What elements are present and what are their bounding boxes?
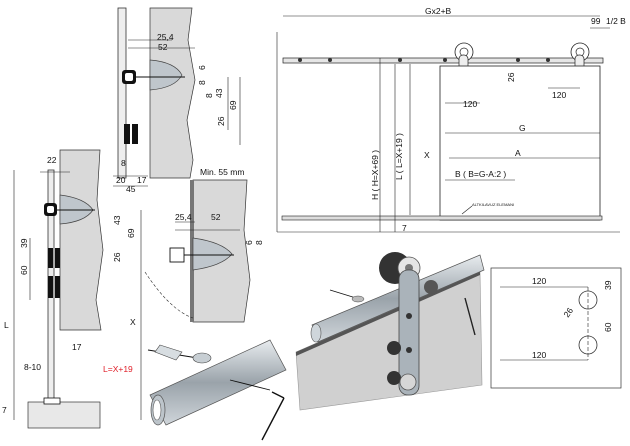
top-dim-69: 69: [228, 100, 238, 110]
hole-dim-60: 60: [603, 322, 613, 332]
left-dim-X: X: [130, 317, 136, 327]
mid-dim-52: 52: [211, 212, 221, 222]
elev-dim-half-b: 1/2 B: [606, 16, 626, 26]
elev-note: ALTKILAVUZ ELEMANI: [472, 202, 514, 207]
mid-title: Min. 55 mm: [200, 167, 244, 177]
elev-dim-99: 99: [591, 16, 601, 26]
left-dim-L: L: [4, 320, 9, 330]
hole-dim-120b: 120: [532, 350, 546, 360]
left-dim-7: 7: [2, 405, 7, 415]
elev-dim-26: 26: [506, 72, 516, 82]
hole-pattern-view: 120 39 26 60 120: [490, 267, 622, 389]
top-dim-45: 45: [126, 184, 136, 194]
elev-dim-B: B ( B=G-A:2 ): [455, 169, 506, 179]
roller-3d-view: [295, 252, 485, 411]
top-dim-8a: 8: [197, 80, 207, 85]
elev-dim-top: Gx2+B: [425, 6, 452, 16]
left-dim-43: 43: [112, 215, 122, 225]
left-dim-26: 26: [112, 252, 122, 262]
left-dim-22: 22: [47, 155, 57, 165]
left-dim-69: 69: [126, 228, 136, 238]
elev-dim-7: 7: [402, 223, 407, 233]
elevation-view: Gx2+B 99 1/2 B 26 120 120 G A B ( B=G-A:…: [276, 6, 626, 233]
top-dim-17: 17: [137, 175, 147, 185]
elev-dim-X: X: [424, 150, 430, 160]
mid-dim-8: 8: [254, 240, 264, 245]
top-dim-6: 6: [197, 65, 207, 70]
mid-dim-6: 6: [244, 240, 254, 245]
top-dim-25-4: 25,4: [157, 32, 174, 42]
left-dim-17: 17: [72, 342, 82, 352]
top-dim-26: 26: [216, 116, 226, 126]
elev-dim-120a: 120: [463, 99, 477, 109]
top-dim-52: 52: [158, 42, 168, 52]
top-dim-8b: 8: [204, 93, 214, 98]
elev-dim-H: H ( H=X+69 ): [370, 150, 380, 200]
left-dim-8-10: 8-10: [24, 362, 41, 372]
top-dim-8c: 8: [121, 158, 126, 168]
section-mid-detail: Min. 55 mm 25,4 52 6 8: [144, 167, 264, 323]
elev-dim-L: L ( L=X+19 ): [394, 133, 404, 180]
section-top-detail: 25,4 52 6 8 8 43 69 26 8 20 17 45: [113, 7, 241, 194]
top-dim-43: 43: [214, 88, 224, 98]
left-dim-60: 60: [19, 265, 29, 275]
elev-dim-G: G: [519, 123, 526, 133]
top-dim-20: 20: [116, 175, 126, 185]
elev-dim-A: A: [515, 148, 521, 158]
hole-dim-120a: 120: [532, 276, 546, 286]
section-left-detail: 22 43 69 39 60 26 L X 8-10 17 7 L=X+19: [2, 149, 142, 429]
left-dim-39: 39: [19, 238, 29, 248]
hole-dim-39: 39: [603, 280, 613, 290]
tube-3d-view: [147, 339, 287, 441]
left-formula: L=X+19: [103, 364, 133, 374]
elev-dim-120b: 120: [552, 90, 566, 100]
mid-dim-25-4: 25,4: [175, 212, 192, 222]
